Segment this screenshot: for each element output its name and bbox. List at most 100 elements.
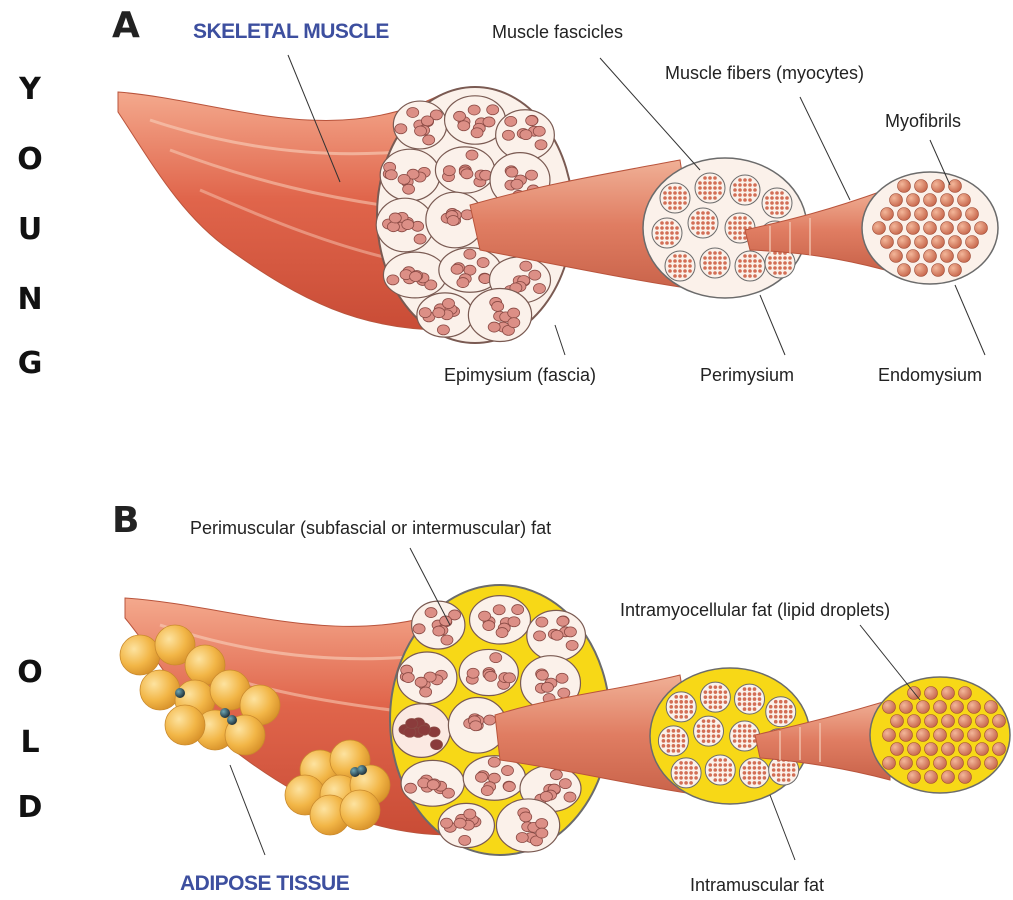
myofibril-dot <box>738 744 742 748</box>
myofibril <box>942 687 955 700</box>
myofibril-dot <box>663 191 667 195</box>
myofibril <box>924 250 937 263</box>
myofibril-dot <box>785 206 789 210</box>
myofibril-dot <box>748 188 752 192</box>
intramuscular-fat-label: Intramuscular fat <box>690 875 824 896</box>
myofibril-dot <box>743 729 747 733</box>
myofibril-dot <box>673 274 677 278</box>
adipocyte <box>340 790 380 830</box>
muscle-fiber <box>385 170 397 180</box>
myofibril-dot <box>783 261 787 265</box>
myofibril-dot <box>713 186 717 190</box>
myofibril-dot <box>753 259 757 263</box>
myofibril-dot <box>723 778 727 782</box>
myofibril-dot <box>655 231 659 235</box>
myofibril-dot <box>665 221 669 225</box>
myofibril-dot <box>743 724 747 728</box>
myofibril-dot <box>719 705 723 709</box>
myofibril <box>968 701 981 714</box>
myofibril <box>932 264 945 277</box>
myofibril <box>898 236 911 249</box>
myofibril-dot <box>778 261 782 265</box>
myofibril-dot <box>785 196 789 200</box>
myofibril <box>883 729 896 742</box>
muscle-fiber <box>503 673 515 683</box>
myofibril-dot <box>763 771 767 775</box>
myofibril-dot <box>665 241 669 245</box>
muscle-fiber <box>433 308 445 318</box>
myofibril-dot <box>678 191 682 195</box>
muscle-fiber <box>431 740 443 750</box>
myofibril-dot <box>753 766 757 770</box>
myofibril-dot <box>678 201 682 205</box>
myofibril-dot <box>678 274 682 278</box>
myofibril-dot <box>718 271 722 275</box>
myofibril-dot <box>663 196 667 200</box>
myofibril-dot <box>668 264 672 268</box>
myofibril-dot <box>701 216 705 220</box>
myofibril-dot <box>753 183 757 187</box>
myofibril-dot <box>743 687 747 691</box>
myofibril-dot <box>718 181 722 185</box>
myofibril-dot <box>718 778 722 782</box>
myofibril <box>900 701 913 714</box>
myofibril-dot <box>733 739 737 743</box>
myofibril-dot <box>765 206 769 210</box>
myofibril <box>907 194 920 207</box>
myofibril-dot <box>753 761 757 765</box>
myofibril-dot <box>684 761 688 765</box>
myofibril-dot <box>784 715 788 719</box>
myofibril-dot <box>702 729 706 733</box>
myofibril <box>932 208 945 221</box>
myofibril-dot <box>753 692 757 696</box>
myofibril-dot <box>728 763 732 767</box>
muscle-fiber <box>458 121 470 131</box>
panel-b-muscle <box>120 585 1010 855</box>
myofibril <box>908 771 921 784</box>
myofibril <box>881 208 894 221</box>
myofibril <box>985 757 998 770</box>
myofibril <box>907 250 920 263</box>
myofibril <box>915 208 928 221</box>
myofibril <box>968 729 981 742</box>
myofibril-dot <box>674 710 678 714</box>
myofibril-dot <box>738 193 742 197</box>
myofibril <box>958 194 971 207</box>
myofibril-dot <box>780 201 784 205</box>
myofibril-dot <box>719 685 723 689</box>
myofibril-dot <box>782 773 786 777</box>
myofibril-dot <box>782 763 786 767</box>
myofibril-dot <box>674 695 678 699</box>
myofibril-dot <box>701 231 705 235</box>
myofibril <box>925 743 938 756</box>
myofibril-dot <box>673 264 677 268</box>
myofibril-dot <box>673 254 677 258</box>
myofibril-dot <box>660 231 664 235</box>
muscle-fiber <box>496 628 508 638</box>
myofibril-dot <box>777 763 781 767</box>
muscle-fiber <box>415 677 427 687</box>
myofibril-dot <box>738 724 742 728</box>
myofibril-dot <box>787 763 791 767</box>
myofibril-dot <box>669 700 673 704</box>
myofibril-dot <box>723 768 727 772</box>
adipocyte <box>120 635 160 675</box>
myofibril-dot <box>677 749 681 753</box>
myofibril <box>915 264 928 277</box>
myofibril-dot <box>684 715 688 719</box>
myofibril-dot <box>667 744 671 748</box>
myofibril-dot <box>743 744 747 748</box>
myofibril-dot <box>778 271 782 275</box>
myofibril-dot <box>707 719 711 723</box>
myofibril-dot <box>723 256 727 260</box>
muscle-fiber <box>466 150 478 160</box>
muscle-fiber <box>433 626 445 636</box>
myofibril-dot <box>713 266 717 270</box>
myofibril-dot <box>697 729 701 733</box>
myofibril-dot <box>688 264 692 268</box>
myofibril-dot <box>789 710 793 714</box>
myofibril-dot <box>679 710 683 714</box>
muscle-fiber <box>492 301 504 311</box>
panel-a-muscle <box>118 87 998 343</box>
muscle-fiber <box>536 828 548 838</box>
